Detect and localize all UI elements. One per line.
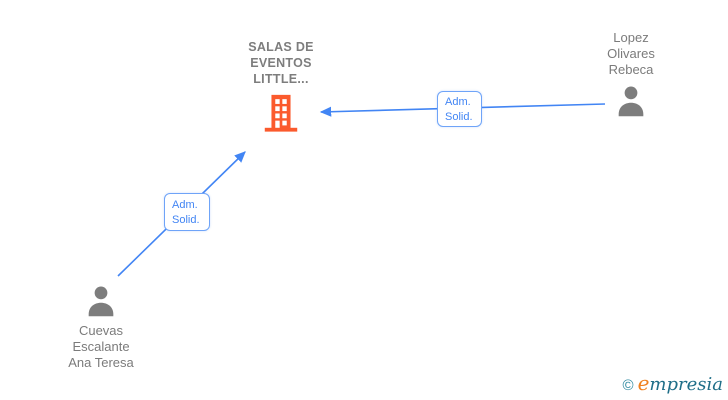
person-name-line: Cuevas xyxy=(78,323,124,338)
brand-text: empresia xyxy=(638,371,723,395)
person-name-line: Lopez xyxy=(613,30,649,45)
person-name-line: Rebeca xyxy=(608,62,654,77)
person-name-line: Escalante xyxy=(72,339,130,354)
company-name-line: LITTLE... xyxy=(253,72,309,86)
person-icon[interactable] xyxy=(614,84,648,118)
brand-initial: e xyxy=(637,371,650,395)
edge-label: Adm. Solid. xyxy=(437,91,482,127)
edge-label-line: Solid. xyxy=(445,111,473,123)
person-name[interactable]: Lopez Olivares Rebeca xyxy=(607,30,655,78)
person-name[interactable]: Cuevas Escalante Ana Teresa xyxy=(68,323,134,371)
company-name[interactable]: SALAS DE EVENTOS LITTLE... xyxy=(248,39,314,87)
node-person-cuevas: Cuevas Escalante Ana Teresa xyxy=(41,284,161,371)
node-company: SALAS DE EVENTOS LITTLE... xyxy=(211,39,351,134)
building-icon[interactable] xyxy=(260,92,302,134)
empresia-logo[interactable]: © empresia xyxy=(623,371,723,395)
company-name-line: EVENTOS xyxy=(250,56,312,70)
edge-label-line: Adm. xyxy=(445,96,471,108)
copyright-icon: © xyxy=(622,377,634,394)
company-name-line: SALAS DE xyxy=(248,40,314,54)
person-name-line: Olivares xyxy=(607,46,655,61)
person-name-line: Ana Teresa xyxy=(68,355,134,370)
node-person-lopez: Lopez Olivares Rebeca xyxy=(571,30,691,118)
person-icon[interactable] xyxy=(84,284,118,318)
edge-label-line: Solid. xyxy=(172,214,200,226)
edge-label: Adm. Solid. xyxy=(164,193,210,231)
edge-label-line: Adm. xyxy=(172,199,198,211)
brand-rest: mpresia xyxy=(649,374,723,395)
